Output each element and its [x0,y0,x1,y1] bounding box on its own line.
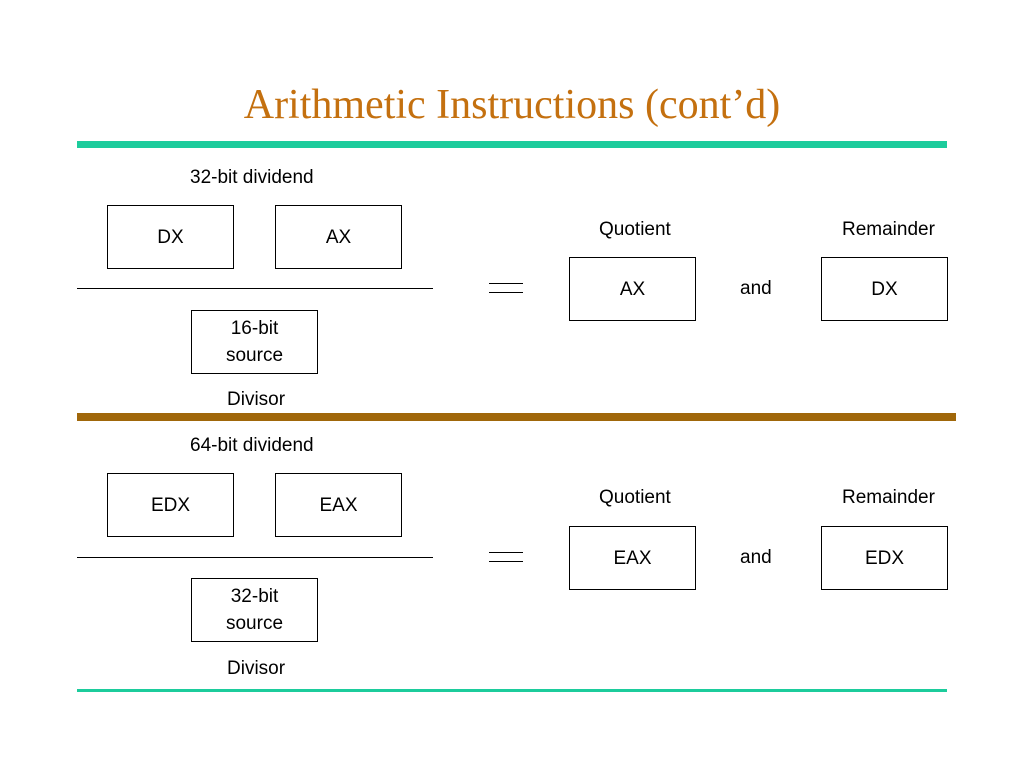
equals-sign [489,283,523,293]
dividend-low-register: AX [275,205,402,269]
remainder-register: EDX [821,526,948,590]
dividend-label: 32-bit dividend [190,167,314,188]
dividend-low-register: EAX [275,473,402,537]
quotient-label: Quotient [599,219,671,240]
and-label: and [740,278,772,299]
remainder-label: Remainder [842,487,935,508]
equals-sign [489,552,523,562]
divisor-label: Divisor [227,389,286,410]
divisor-label: Divisor [227,658,286,679]
remainder-register: DX [821,257,948,321]
middle-divider [77,413,956,421]
bottom-divider [77,689,947,692]
slide-title: Arithmetic Instructions (cont’d) [243,82,781,128]
source-text: source [225,613,284,634]
top-divider [77,141,947,148]
source-text: source [225,345,284,366]
quotient-register: EAX [569,526,696,590]
source-operand-box: 16-bit source [191,310,318,374]
fraction-bar [77,557,433,558]
fraction-bar [77,288,433,289]
remainder-label: Remainder [842,219,935,240]
and-label: and [740,547,772,568]
source-size-text: 16-bit [230,318,279,339]
quotient-register: AX [569,257,696,321]
source-operand-box: 32-bit source [191,578,318,642]
dividend-high-register: DX [107,205,234,269]
dividend-high-register: EDX [107,473,234,537]
quotient-label: Quotient [599,487,671,508]
source-size-text: 32-bit [230,586,279,607]
dividend-label: 64-bit dividend [190,435,314,456]
